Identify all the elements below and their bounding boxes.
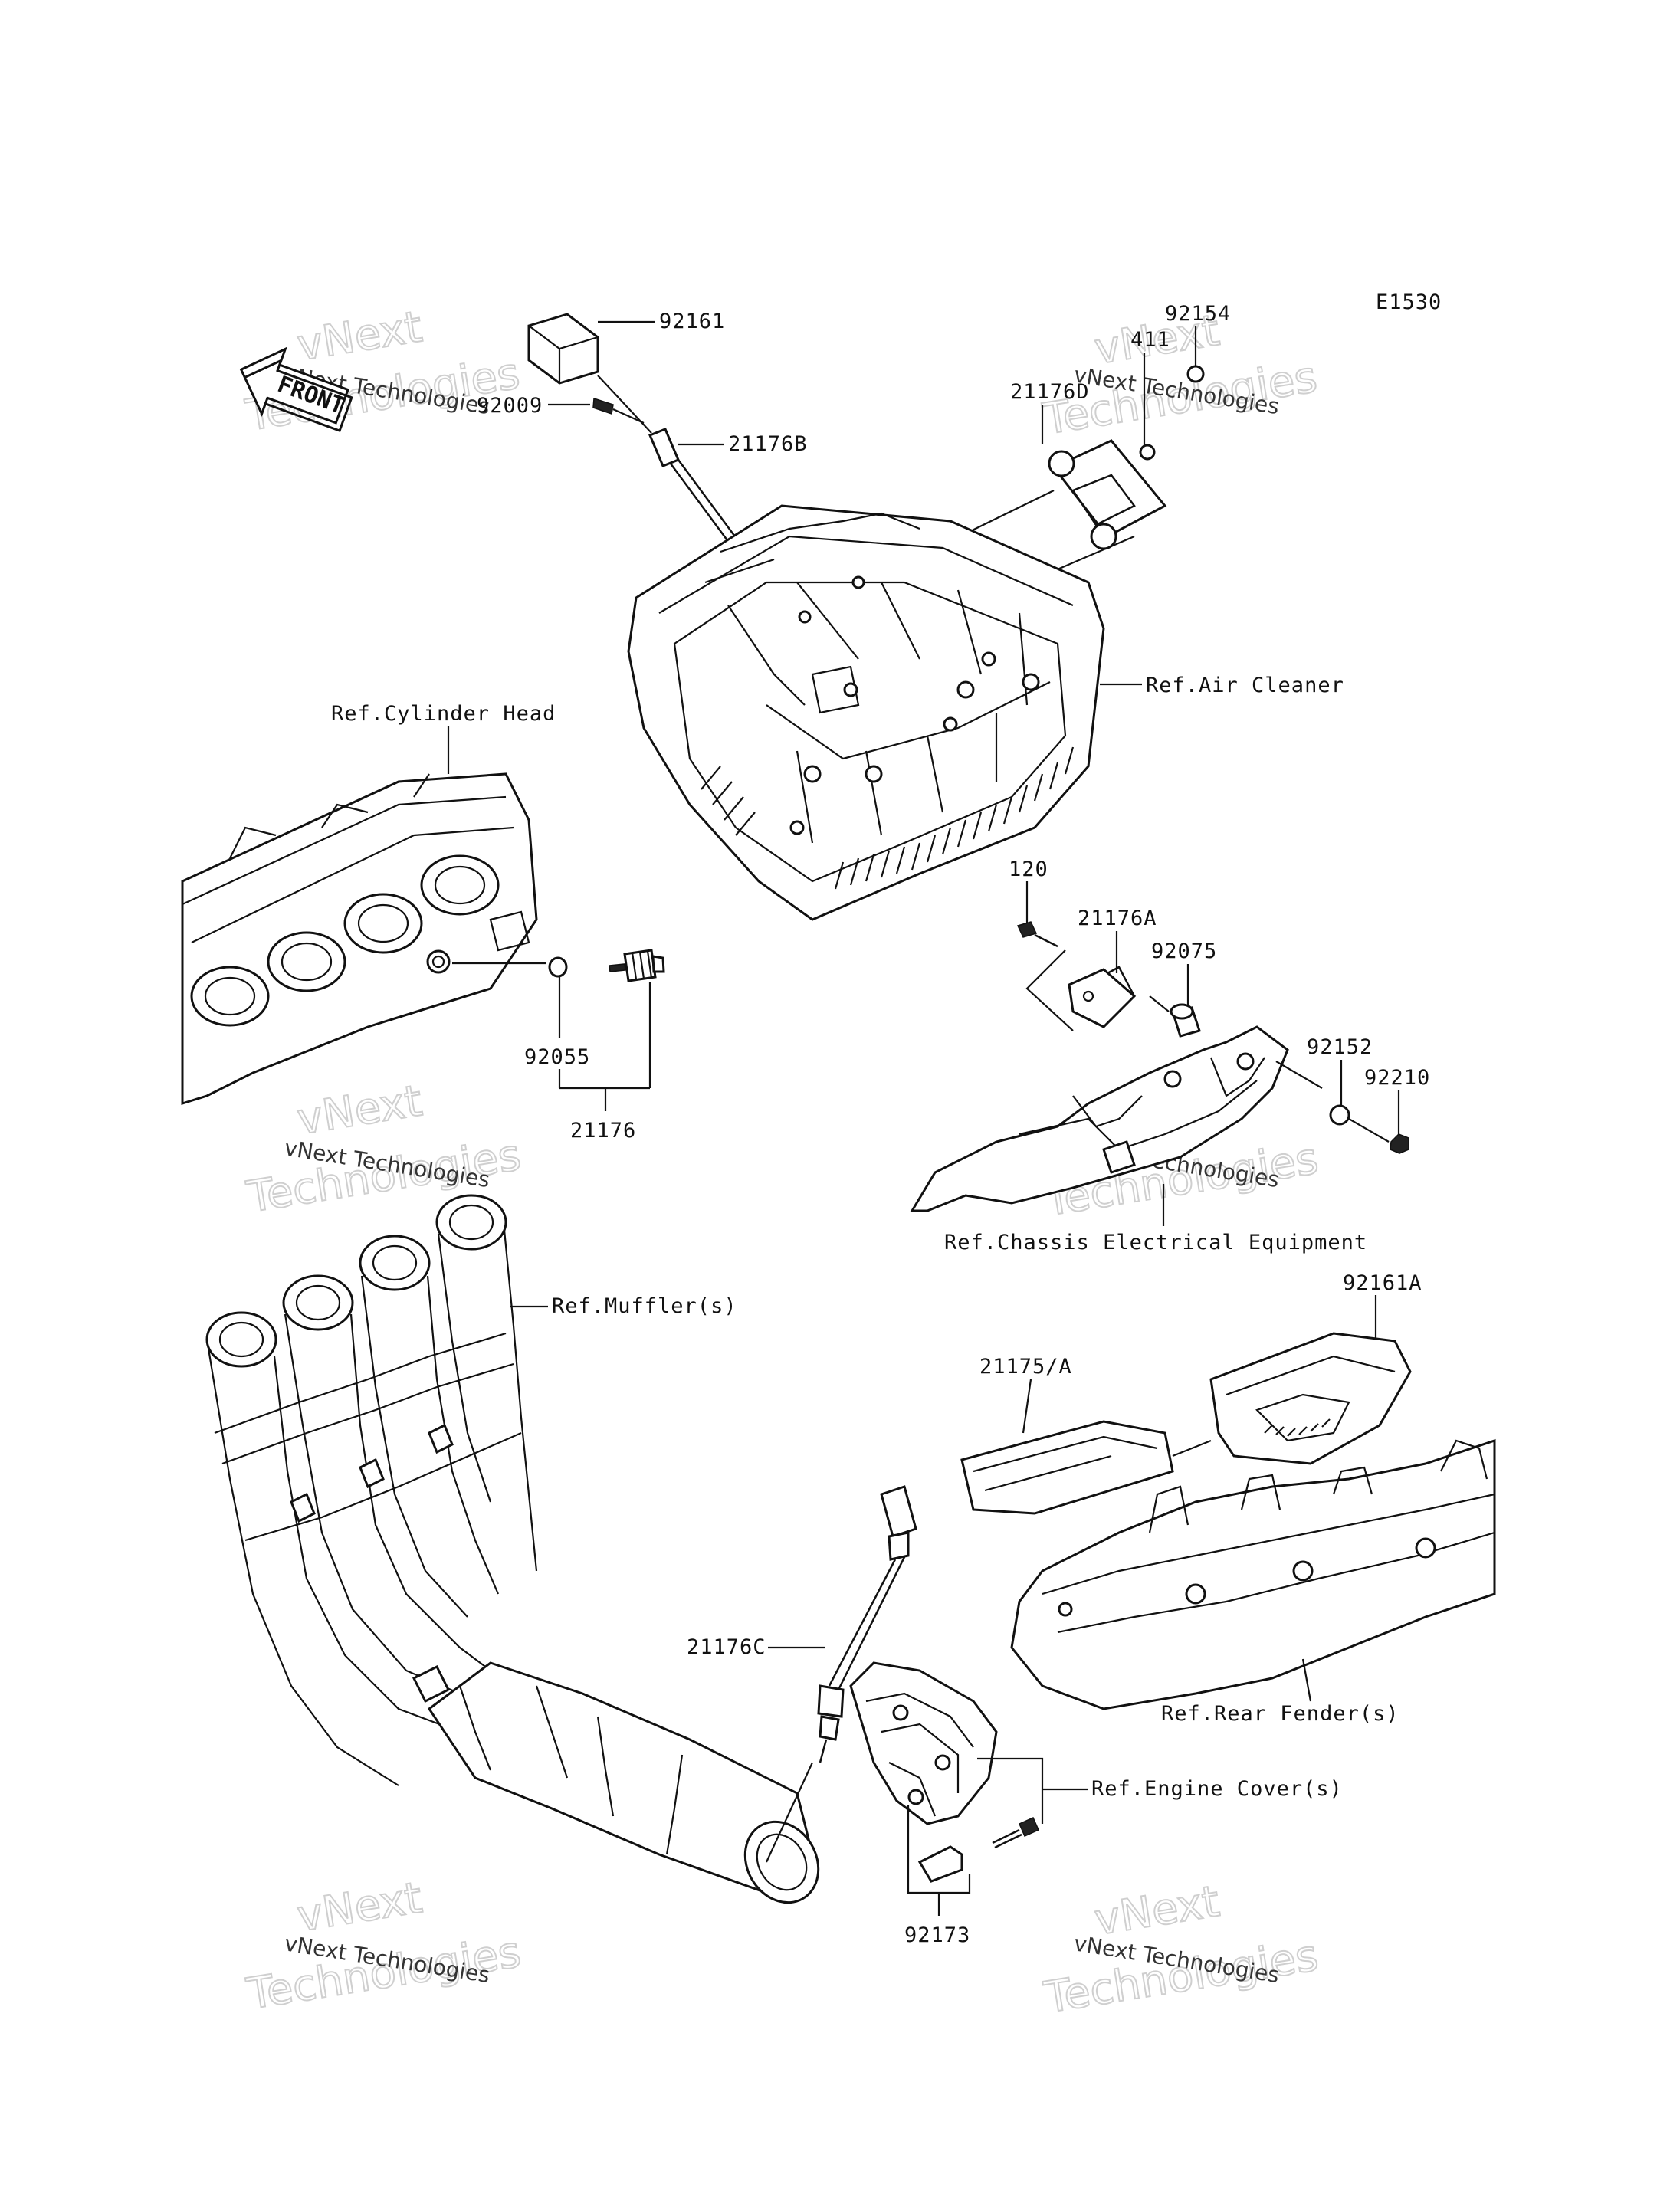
label-21176: 21176 — [570, 1119, 636, 1143]
part-120-bolt — [1016, 921, 1058, 948]
label-92075: 92075 — [1151, 939, 1217, 963]
diagram-code: E1530 — [1376, 290, 1442, 314]
rear-fender — [1010, 1438, 1496, 1710]
part-92161A-ecu-cover — [1209, 1332, 1412, 1465]
part-21176B-sensor — [597, 375, 745, 553]
part-92173-bolt — [992, 1817, 1039, 1849]
watermark-text: vNext — [294, 1873, 425, 1942]
part-21175A-ecu — [960, 1420, 1174, 1515]
part-92161-cap — [527, 313, 599, 385]
watermark-bottom-left: vNext Technologies — [242, 1872, 524, 2020]
label-92173: 92173 — [904, 1923, 970, 1947]
label-411: 411 — [1130, 328, 1170, 352]
chassis-electrical-bracket — [910, 1025, 1289, 1212]
label-21176D: 21176D — [1010, 380, 1090, 404]
part-92154-washer — [1186, 365, 1205, 383]
air-cleaner-housing — [627, 504, 1105, 921]
part-92173-clamp — [917, 1845, 963, 1883]
part-21176C-o2-sensor — [766, 1485, 917, 1863]
label-21176C: 21176C — [687, 1635, 766, 1659]
label-92152: 92152 — [1307, 1035, 1373, 1059]
ref-rear-fender: Ref.Rear Fender(s) — [1161, 1702, 1399, 1726]
label-92154: 92154 — [1165, 302, 1231, 326]
ref-mufflers: Ref.Muffler(s) — [552, 1294, 737, 1318]
label-92210: 92210 — [1364, 1066, 1430, 1090]
label-21176B: 21176B — [728, 432, 808, 456]
part-21176D-sensor — [1048, 439, 1167, 550]
part-92152-washer — [1329, 1104, 1350, 1126]
part-92075-grommet — [1170, 1003, 1201, 1038]
ref-cylinder-head: Ref.Cylinder Head — [331, 702, 556, 726]
watermark-text: vNext — [1091, 1877, 1223, 1946]
part-411-washer — [1139, 444, 1156, 461]
cylinder-head — [181, 772, 538, 1106]
ref-air-cleaner: Ref.Air Cleaner — [1146, 674, 1344, 697]
ref-engine-cover: Ref.Engine Cover(s) — [1091, 1777, 1343, 1801]
label-92161A: 92161A — [1343, 1271, 1422, 1295]
part-92055-washer — [548, 956, 568, 978]
part-92210-nut — [1390, 1133, 1409, 1154]
engine-cover-bracket — [849, 1661, 998, 1825]
label-21176A: 21176A — [1078, 907, 1157, 930]
exhaust-headers — [205, 1194, 538, 1786]
part-92009-screw — [592, 397, 645, 425]
muffler-collector — [412, 1661, 820, 1904]
watermark-text: vNext — [294, 302, 425, 371]
label-92009: 92009 — [477, 394, 543, 418]
label-21175A: 21175/A — [979, 1355, 1072, 1379]
label-120: 120 — [1009, 857, 1048, 881]
label-92161: 92161 — [659, 310, 725, 333]
part-21176-sensor — [609, 949, 665, 982]
ref-chassis-electrical: Ref.Chassis Electrical Equipment — [944, 1231, 1367, 1254]
part-21176A-sensor — [1068, 966, 1137, 1028]
label-92055: 92055 — [524, 1045, 590, 1069]
watermark-text: vNext — [294, 1076, 425, 1145]
